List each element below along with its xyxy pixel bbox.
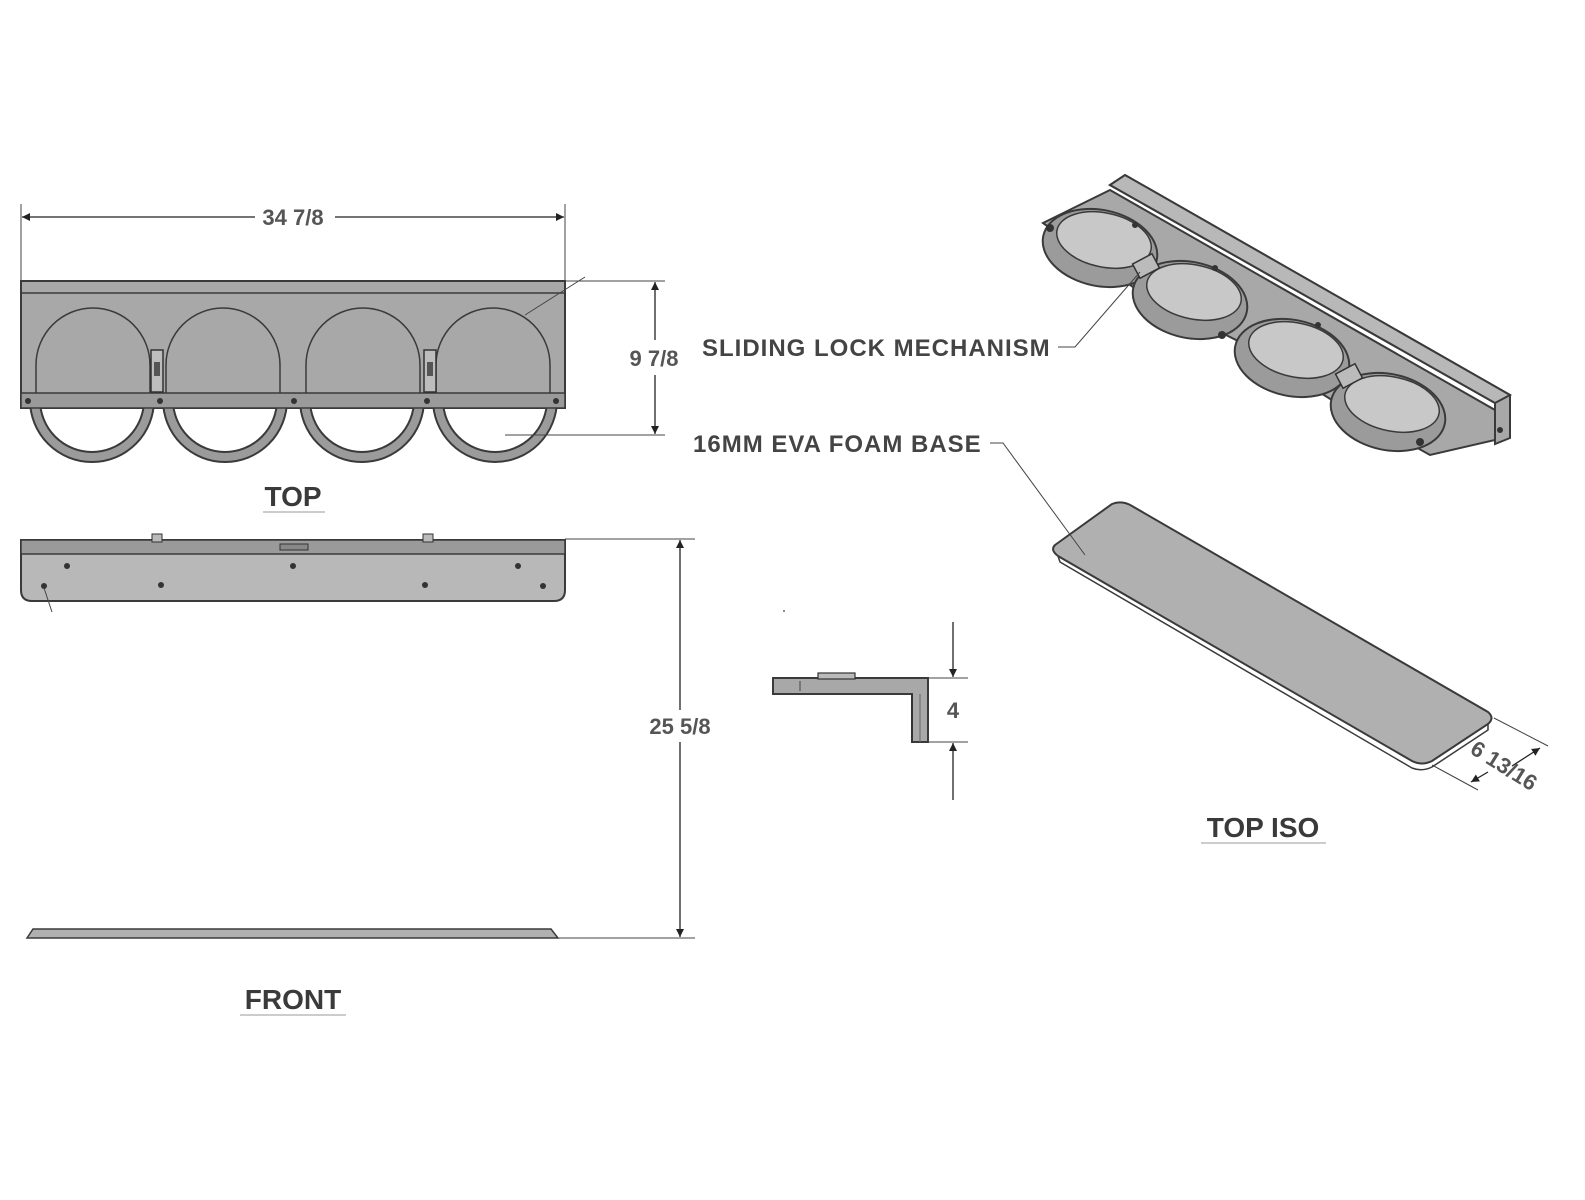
side-bracket <box>772 677 929 743</box>
top-cup-outlines <box>35 307 551 395</box>
bracket-dimension: 4 <box>947 698 960 723</box>
iso-foam-base <box>1052 501 1493 765</box>
width-dimension: 34 7/8 <box>262 205 323 230</box>
top-lock-slots <box>150 349 437 393</box>
top-view-label: TOP <box>264 481 321 512</box>
front-foam-base <box>25 928 560 939</box>
depth-dimension: 9 7/8 <box>630 346 679 371</box>
side-profile-view: 4 <box>772 622 968 800</box>
top-iso-view-label: TOP ISO <box>1207 812 1320 843</box>
foam-width-dimension: 6 13/16 <box>1466 736 1542 796</box>
top-clip-tabs <box>20 392 566 409</box>
front-shelf-body <box>20 539 566 602</box>
top-iso-view: 6 13/16 TOP ISO <box>1041 173 1549 844</box>
top-cup-rings <box>28 399 559 463</box>
sliding-lock-callout: SLIDING LOCK MECHANISM <box>702 335 1051 362</box>
front-view-label: FRONT <box>245 984 341 1015</box>
front-view: 25 5/8 FRONT <box>20 533 711 1016</box>
height-dimension: 25 5/8 <box>649 714 710 739</box>
callouts: SLIDING LOCK MECHANISM 16MM EVA FOAM BAS… <box>693 271 1141 556</box>
iso-cup-rings <box>1041 207 1447 453</box>
front-mount-holes <box>41 563 546 589</box>
top-view: 34 7/8 <box>20 204 679 513</box>
top-shelf-plate <box>20 280 566 409</box>
foam-base-callout: 16MM EVA FOAM BASE <box>693 431 982 458</box>
